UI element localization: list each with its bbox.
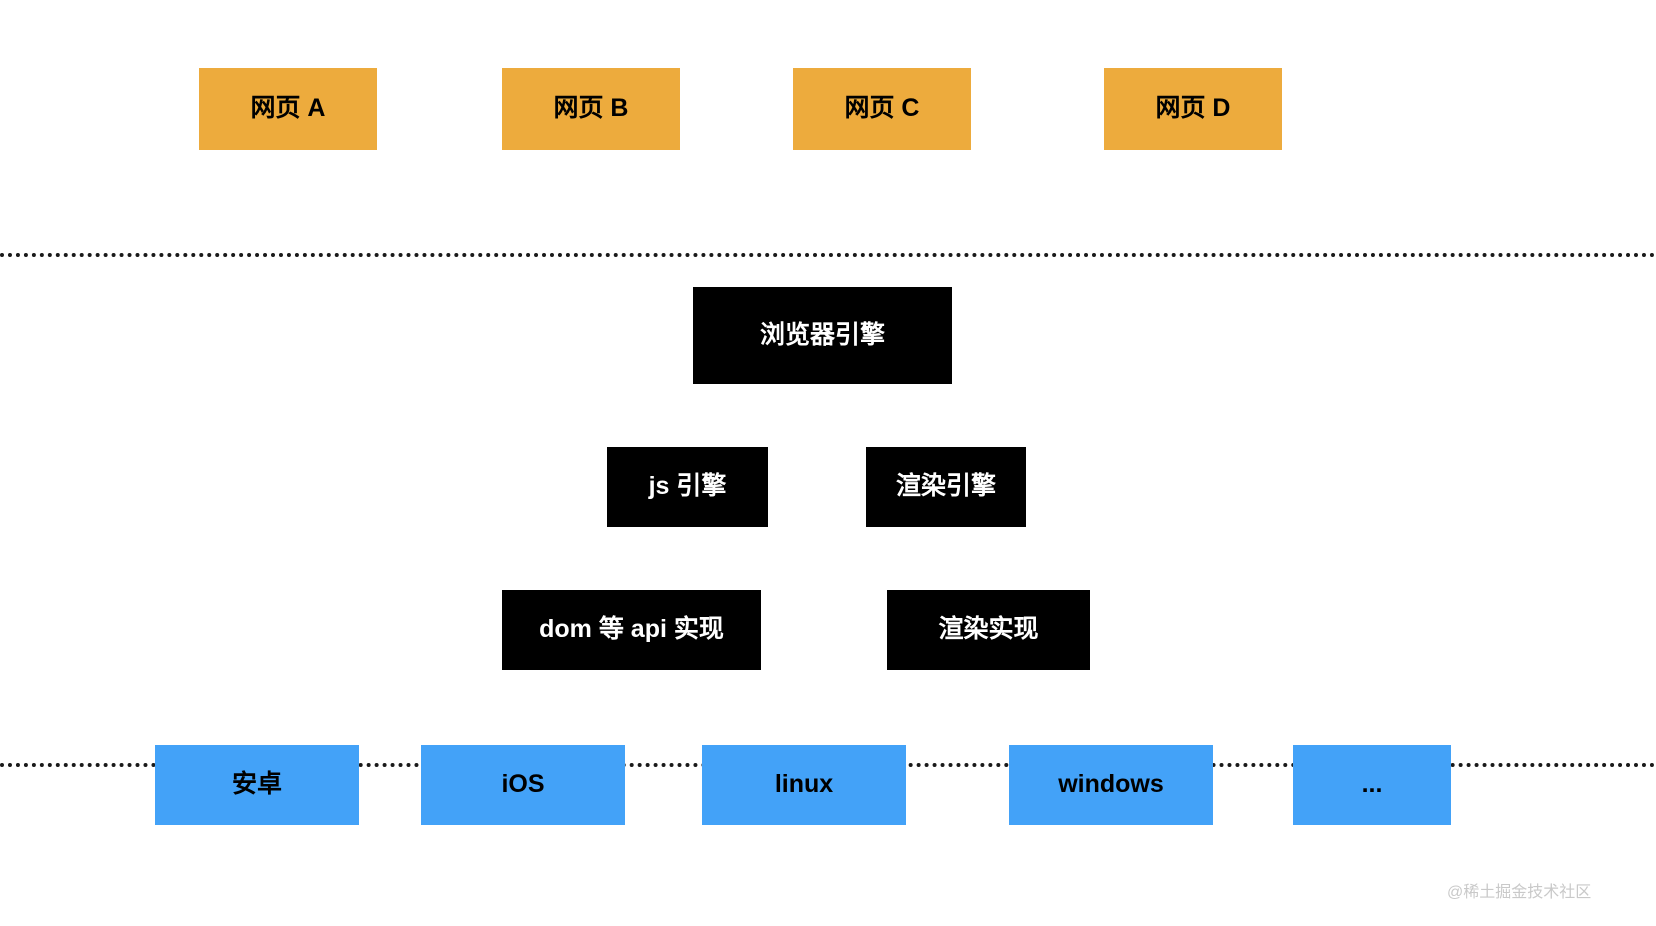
dom-api-impl-box: dom 等 api 实现: [502, 590, 761, 670]
os-label-linux: linux: [774, 770, 834, 799]
os-box-ios: iOS: [421, 745, 625, 825]
js-engine-box: js 引擎: [607, 447, 768, 527]
os-box-android: 安卓: [155, 745, 359, 825]
render-impl-label: 渲染实现: [938, 615, 1039, 644]
browser-engine-box: 浏览器引擎: [693, 287, 952, 384]
js-engine-label: js 引擎: [648, 472, 727, 501]
os-box-windows: windows: [1009, 745, 1213, 825]
os-box-more: ...: [1293, 745, 1451, 825]
web-page-box-c: 网页 C: [793, 68, 971, 150]
render-impl-box: 渲染实现: [887, 590, 1090, 670]
os-box-linux: linux: [702, 745, 906, 825]
render-engine-label: 渲染引擎: [895, 472, 996, 501]
web-page-label-b: 网页 B: [553, 94, 629, 123]
os-label-ios: iOS: [501, 770, 545, 799]
top-divider: [0, 253, 1656, 257]
render-engine-box: 渲染引擎: [866, 447, 1026, 527]
web-page-box-a: 网页 A: [199, 68, 377, 150]
web-page-box-b: 网页 B: [502, 68, 680, 150]
os-label-android: 安卓: [231, 770, 282, 799]
os-label-more: ...: [1361, 770, 1383, 799]
web-page-label-a: 网页 A: [250, 94, 326, 123]
web-page-box-d: 网页 D: [1104, 68, 1282, 150]
dom-api-impl-label: dom 等 api 实现: [539, 615, 724, 644]
browser-engine-label: 浏览器引擎: [759, 320, 885, 349]
watermark: @稀土掘金技术社区: [1447, 884, 1592, 901]
web-page-label-c: 网页 C: [844, 94, 920, 123]
os-label-windows: windows: [1058, 770, 1164, 799]
web-page-label-d: 网页 D: [1155, 94, 1231, 123]
